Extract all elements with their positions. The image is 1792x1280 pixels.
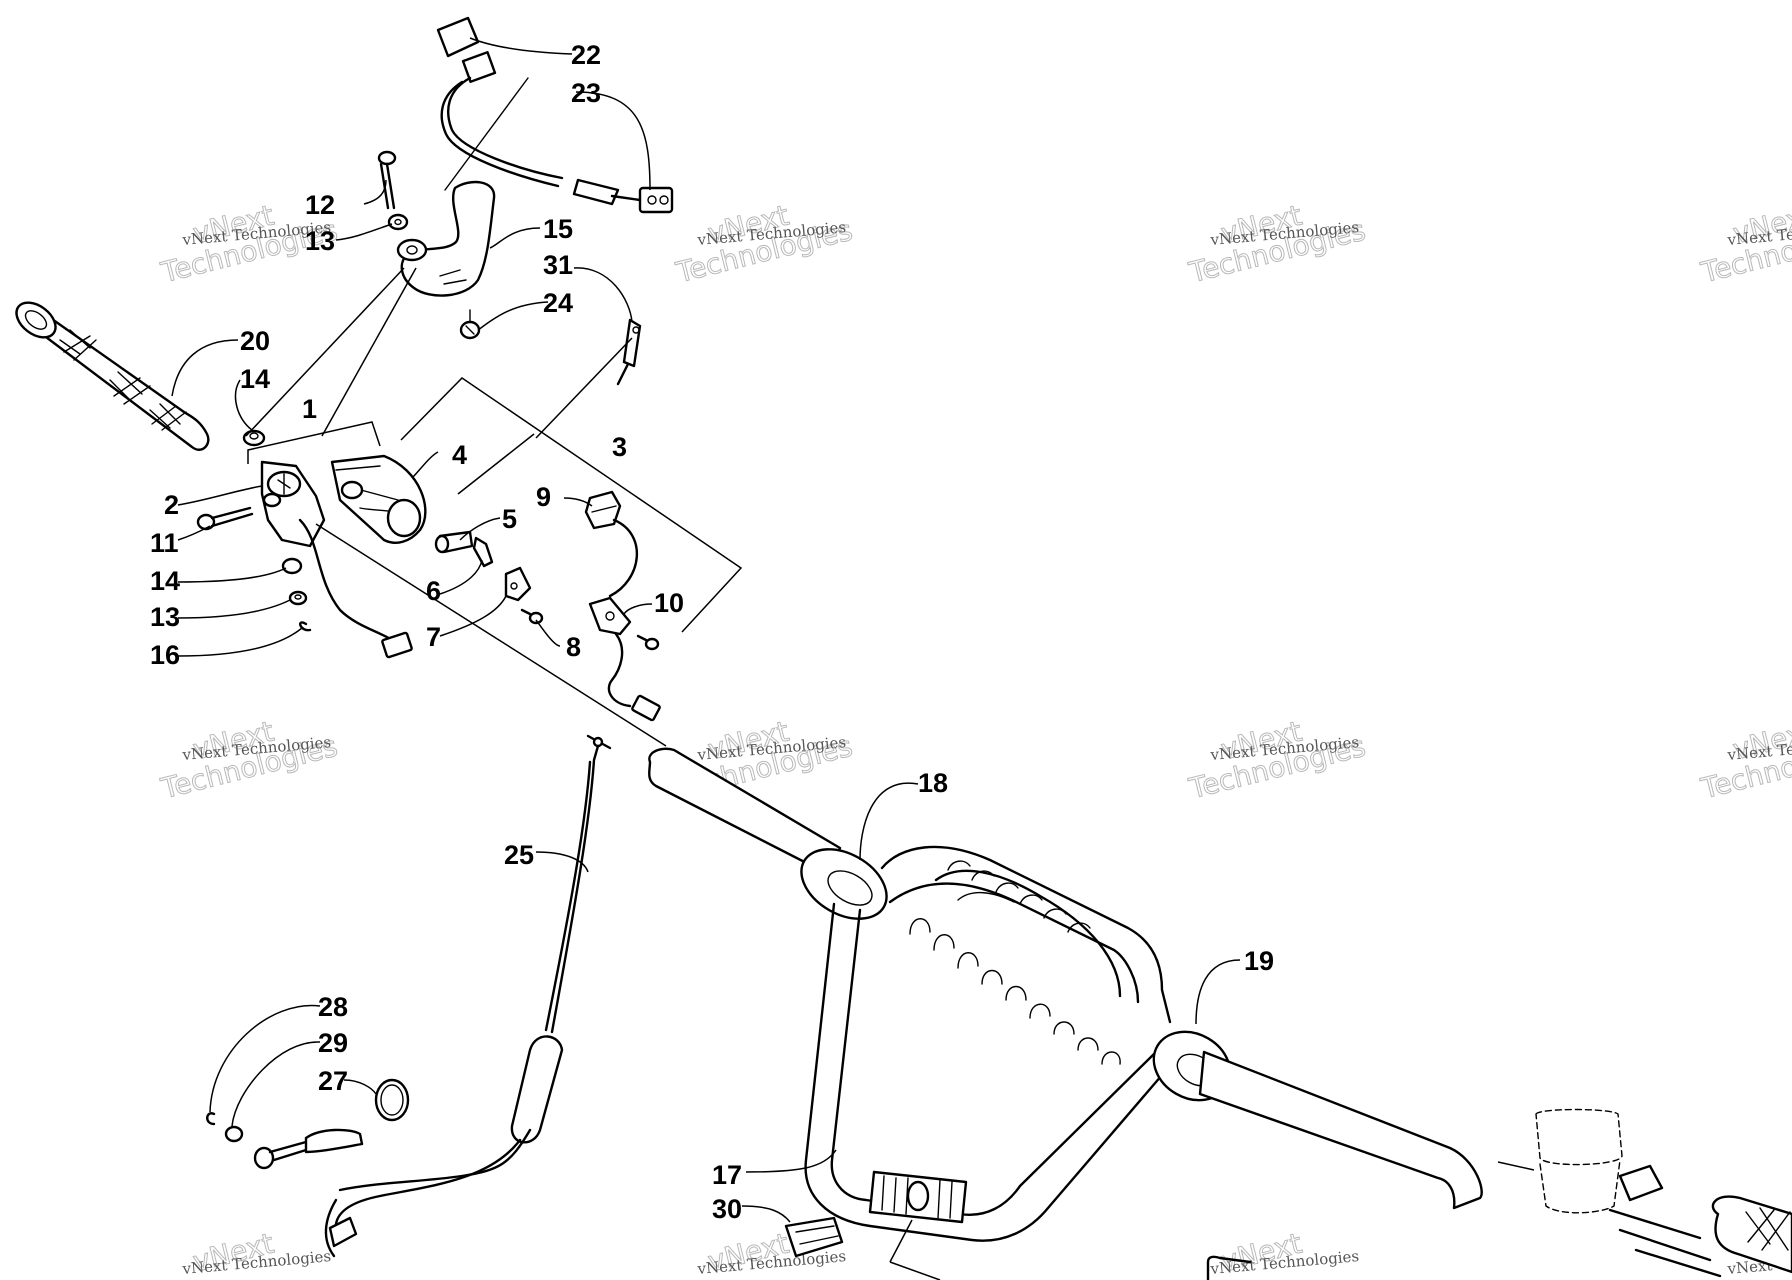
part-27-clamp	[253, 1078, 410, 1170]
part-14-washer-bottom	[281, 557, 303, 575]
callout-labels: 22 23 12 13 15 31 24 20 14 1 4 3 2 9 5 1…	[150, 40, 1274, 1224]
callout-31: 31	[543, 250, 573, 280]
part-15-throttle-lever	[396, 180, 496, 297]
part-11-screw	[196, 506, 254, 531]
part-12-pin	[377, 150, 397, 210]
callout-5: 5	[502, 504, 517, 534]
part-19-handlebar-right	[1152, 1030, 1483, 1210]
partial-bottom-part	[1206, 1255, 1252, 1280]
part-23-harness	[440, 51, 674, 214]
part-16-clip	[299, 621, 312, 632]
callout-23: 23	[571, 78, 601, 108]
callout-13: 13	[150, 602, 180, 632]
part-28-clip	[206, 1112, 216, 1126]
callout-9: 9	[536, 482, 551, 512]
part-18-handlebar-left	[648, 747, 888, 920]
callout-24: 24	[543, 288, 573, 318]
part-17-handlebar	[804, 845, 1172, 1242]
part-6-switch	[472, 536, 494, 568]
right-hand-grip	[1711, 1195, 1792, 1274]
part-7-plate	[504, 566, 532, 602]
callout-8: 8	[566, 632, 581, 662]
callout-27: 27	[318, 1066, 348, 1096]
assembly-centerlines	[245, 267, 667, 747]
callout-25: 25	[504, 840, 534, 870]
callout-13: 13	[305, 226, 335, 256]
callout-10: 10	[654, 588, 684, 618]
callout-11: 11	[150, 528, 179, 558]
part-20-hand-grip	[15, 301, 210, 451]
part-9-switch	[584, 490, 639, 598]
callout-14: 14	[240, 364, 270, 394]
part-10-bracket	[588, 596, 661, 722]
part-25-throttle-cable	[324, 734, 612, 1258]
callout-14: 14	[150, 566, 180, 596]
part-1-throttle-housing	[260, 460, 413, 659]
callout-3: 3	[612, 432, 627, 462]
leader-lines	[171, 37, 1241, 1223]
part-1-assembly-bracket	[247, 421, 381, 464]
callout-7: 7	[426, 622, 441, 652]
part-4-switch-housing	[330, 454, 427, 544]
callout-22: 22	[571, 40, 601, 70]
callout-30: 30	[712, 1194, 742, 1224]
callout-12: 12	[305, 190, 335, 220]
callout-28: 28	[318, 992, 348, 1022]
callout-18: 18	[918, 768, 948, 798]
callout-4: 4	[452, 440, 467, 470]
part-24-screw	[459, 309, 481, 340]
part-13-washer-bottom	[288, 590, 308, 606]
part-29-washer	[224, 1125, 244, 1143]
part-3-switch-assembly-bracket	[400, 377, 743, 633]
part-22-pad	[436, 16, 480, 58]
callout-1: 1	[302, 394, 317, 424]
part-30-strap	[784, 1216, 941, 1280]
callout-15: 15	[543, 214, 573, 244]
callout-29: 29	[318, 1028, 348, 1058]
part-8-screw	[520, 608, 660, 651]
part-14-washer-top	[242, 429, 266, 447]
part-13-washer	[387, 213, 409, 231]
callout-16: 16	[150, 640, 180, 670]
callout-2: 2	[164, 490, 179, 520]
part-31-bracket	[616, 318, 642, 386]
callout-20: 20	[240, 326, 270, 356]
callout-6: 6	[426, 576, 441, 606]
callout-19: 19	[1244, 946, 1274, 976]
callout-17: 17	[712, 1160, 742, 1190]
brake-master-cylinder	[1497, 1108, 1722, 1278]
